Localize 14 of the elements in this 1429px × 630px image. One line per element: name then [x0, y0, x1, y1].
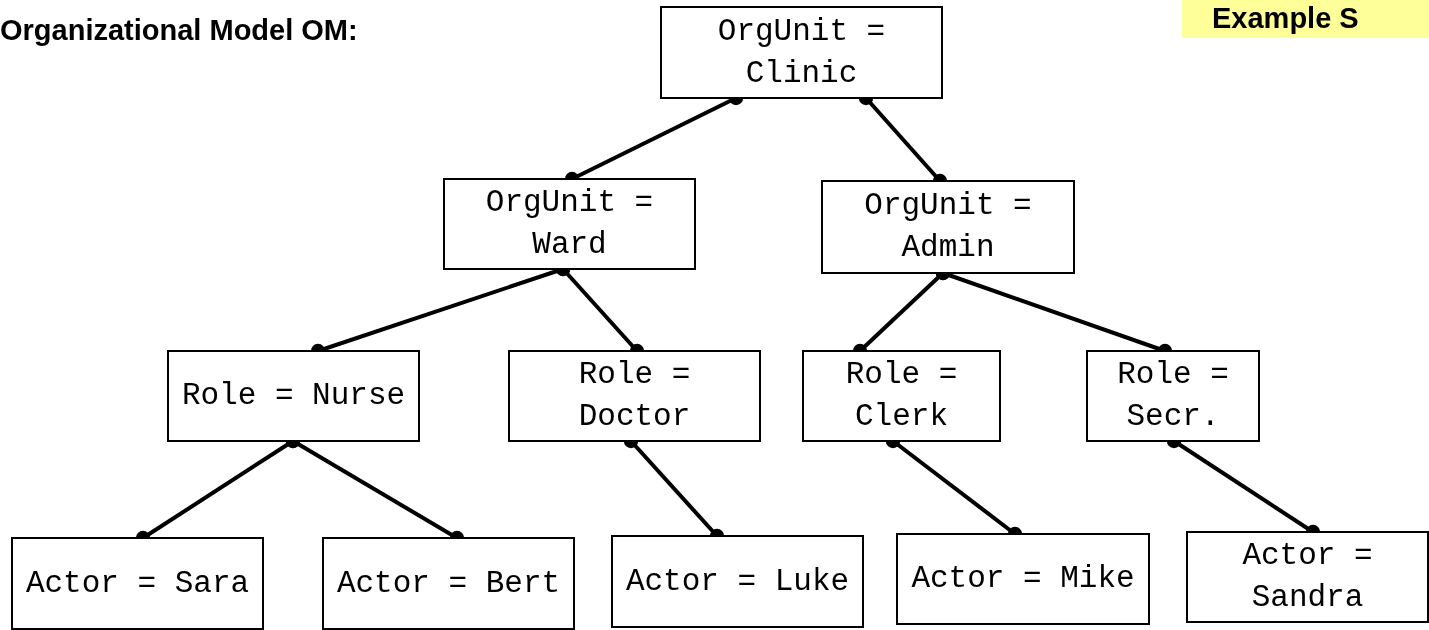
hierarchy-box: Actor = Bert [322, 537, 575, 630]
hierarchy-box: Actor = Sandra [1186, 531, 1429, 623]
hierarchy-box: Actor = Luke [611, 535, 864, 628]
hierarchy-box: Actor = Mike [896, 533, 1150, 625]
hierarchy-box: Role = Secr. [1086, 350, 1260, 442]
hierarchy-box: Role = Nurse [167, 350, 420, 442]
diagram-title: Organizational Model OM: [0, 14, 358, 47]
hierarchy-box: OrgUnit = Ward [443, 178, 696, 270]
hierarchy-box: OrgUnit = Admin [821, 180, 1075, 274]
hierarchy-box: Role = Clerk [802, 350, 1001, 442]
hierarchy-box: Role = Doctor [508, 350, 761, 442]
hierarchy-box: Actor = Sara [11, 537, 264, 630]
highlighted-heading: Example S [1182, 0, 1429, 38]
hierarchy-box: OrgUnit = Clinic [660, 6, 943, 99]
